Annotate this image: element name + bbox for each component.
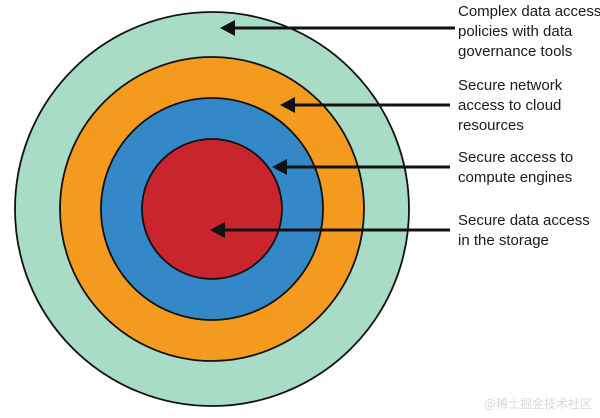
label-line: Secure network bbox=[458, 77, 563, 94]
label-data-governance: Complex data access policies with data g… bbox=[458, 2, 600, 62]
label-compute-access: Secure access to compute engines bbox=[458, 148, 573, 188]
label-line: Secure access to bbox=[458, 149, 574, 166]
label-line: in the storage bbox=[458, 232, 549, 249]
watermark: @稀土掘金技术社区 bbox=[483, 397, 592, 411]
label-line: resources bbox=[458, 117, 524, 134]
arrow-governance bbox=[220, 20, 455, 36]
label-line: policies with data bbox=[458, 23, 573, 40]
label-network-access: Secure network access to cloud resources bbox=[458, 76, 562, 136]
label-storage-access: Secure data access in the storage bbox=[458, 211, 590, 251]
arrow-network bbox=[280, 97, 450, 113]
label-line: compute engines bbox=[458, 169, 573, 186]
arrow-storage bbox=[210, 222, 450, 238]
storage-core bbox=[141, 138, 283, 280]
arrow-compute bbox=[272, 159, 450, 175]
label-line: Complex data access bbox=[458, 3, 600, 20]
label-line: Secure data access bbox=[458, 212, 590, 229]
label-line: governance tools bbox=[458, 43, 573, 60]
label-line: access to cloud bbox=[458, 97, 562, 114]
